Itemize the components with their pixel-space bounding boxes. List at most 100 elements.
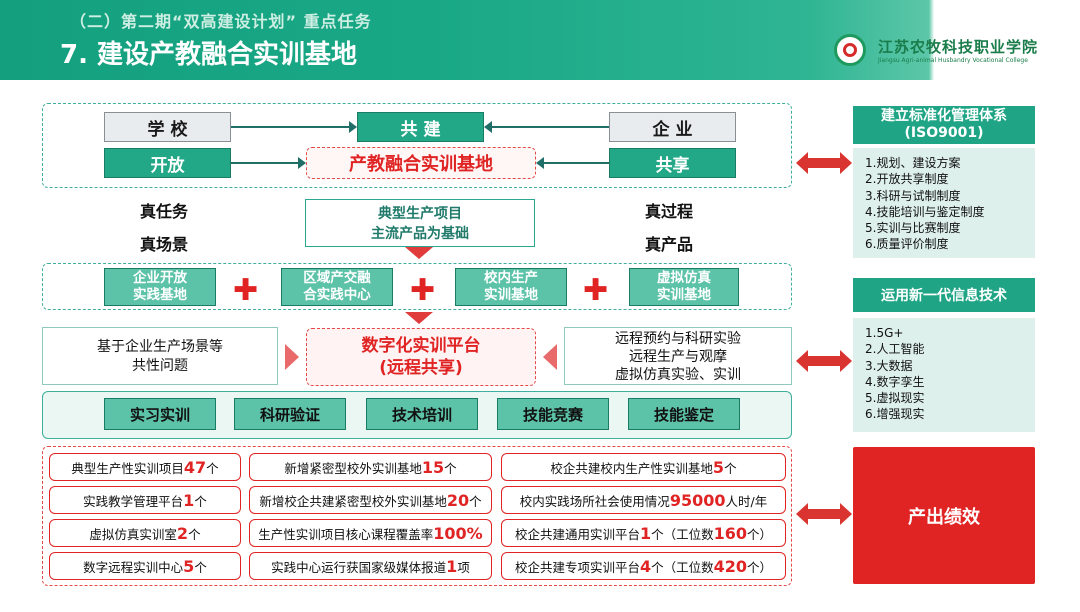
left-problem-box: 基于企业生产场景等 共性问题 [42,327,278,385]
arrow-left-icon [536,157,544,169]
metrics-group [42,446,792,586]
metric-value: 15 [421,457,445,477]
metric-unit: 个 [206,460,219,476]
list-item: 3.大数据 [865,358,913,373]
metric-label: 实践中心运行获国家级媒体报道 [271,559,447,575]
list-item: 5.虚拟现实 [865,391,925,406]
real-task-label: 真任务 [140,202,189,221]
base-card: 企业开放实践基地 [104,268,216,306]
right-remote-box: 远程预约与科研实验 远程生产与观摩 虚拟仿真实验、实训 [564,327,792,385]
metric-value: 1 [183,490,195,510]
metric-label: 校企共建校内生产性实训基地 [550,460,713,476]
platform-title: 数字化实训平台 [361,336,481,356]
double-arrow-icon [796,350,852,372]
enterprise-box: 企 业 [609,112,736,142]
list-item: 1.5G+ [865,326,904,340]
base-card-line2: 实践基地 [133,287,187,303]
double-arrow-icon [796,152,852,174]
share-box: 共享 [609,148,736,178]
list-item: 1.规划、建设方案 [865,156,961,170]
list-item: 6.增强现实 [865,407,925,422]
metric-unit: 个 [194,493,207,509]
function-item: 技术培训 [366,398,478,430]
metric-value: 1 [446,556,458,576]
metric-unit: 个（工位数 [651,559,714,575]
college-logo-icon [834,34,866,66]
base-card: 区域产交融合实践中心 [281,268,393,306]
metric-value: 160 [713,523,748,543]
metric-label: 校内实践场所社会使用情况 [519,493,670,509]
remote-line1: 远程预约与科研实验 [615,331,741,347]
metric-label: 实践教学管理平台 [83,493,184,509]
arrow-line [231,162,300,164]
arrow-left-icon [484,121,492,133]
list-item: 5.实训与比赛制度 [865,221,961,236]
arrow-line [544,162,609,164]
output-box: 产出绩效 [853,447,1035,584]
metric-label: 数字远程实训中心 [83,559,184,575]
metric-unit: 个 [194,559,207,575]
school-box: 学 校 [104,112,231,142]
function-item: 技能鉴定 [628,398,740,430]
function-item: 实习实训 [104,398,216,430]
base-card-line2: 实训基地 [657,287,711,303]
metric-value: 4 [639,556,652,576]
metric-unit: 个） [747,559,773,575]
list-item: 6.质量评价制度 [865,237,949,252]
metric-unit: 个 [469,493,482,509]
function-item: 科研验证 [234,398,346,430]
list-item: 2.人工智能 [865,342,925,357]
arrow-line [231,126,351,128]
plus-icon: ✚ [410,273,436,308]
tech-title-box: 运用新一代信息技术 [853,278,1035,312]
metric-value: 95000 [669,490,726,510]
left-arrow-icon [543,344,557,370]
metric-value: 420 [713,556,748,576]
metric-unit: 个 [444,460,457,476]
metric-unit: 个（工位数 [651,526,714,542]
list-item: 4.数字孪生 [865,374,925,389]
metric-label: 校企共建通用实训平台 [514,526,640,542]
platform-subtitle: (远程共享) [379,358,463,378]
metric-unit: 个） [747,526,773,542]
real-scene-label: 真场景 [140,235,189,254]
metric-label: 典型生产性实训项目 [71,460,184,476]
remote-line3: 虚拟仿真实验、实训 [615,367,741,383]
left-problem-line1: 基于企业生产场景等 [97,339,223,355]
arrow-line [492,126,609,128]
metric-value: 5 [183,556,195,576]
down-arrow-icon [405,247,433,259]
arrow-right-icon [349,121,357,133]
metric-unit: 个 [724,460,737,476]
foundation-line2: 主流产品为基础 [371,226,469,242]
foundation-line1: 典型生产项目 [378,206,462,222]
list-item: 4.技能培训与鉴定制度 [865,204,985,219]
base-card: 校内生产实训基地 [455,268,567,306]
metric-unit: 个 [188,526,201,542]
plus-icon: ✚ [233,273,259,308]
base-card-line1: 虚拟仿真 [657,270,711,286]
metric-unit: 项 [457,559,470,575]
college-name-en: Jiangsu Agri-animal Husbandry Vocational… [878,57,1028,64]
list-item: 3.科研与试制制度 [865,188,961,203]
header-bar [0,0,1080,80]
metric-value: 100% [433,523,483,543]
real-product-label: 真产品 [645,235,694,254]
remote-line2: 远程生产与观摩 [629,349,727,365]
metric-unit: 人时/年 [725,493,768,509]
double-arrow-icon [796,503,852,525]
base-card-line1: 区域产交融 [303,270,371,286]
metric-label: 校企共建专项实训平台 [514,559,640,575]
metric-value: 47 [183,457,207,477]
metric-value: 20 [446,490,470,510]
list-item: 2.开放共享制度 [865,172,949,187]
